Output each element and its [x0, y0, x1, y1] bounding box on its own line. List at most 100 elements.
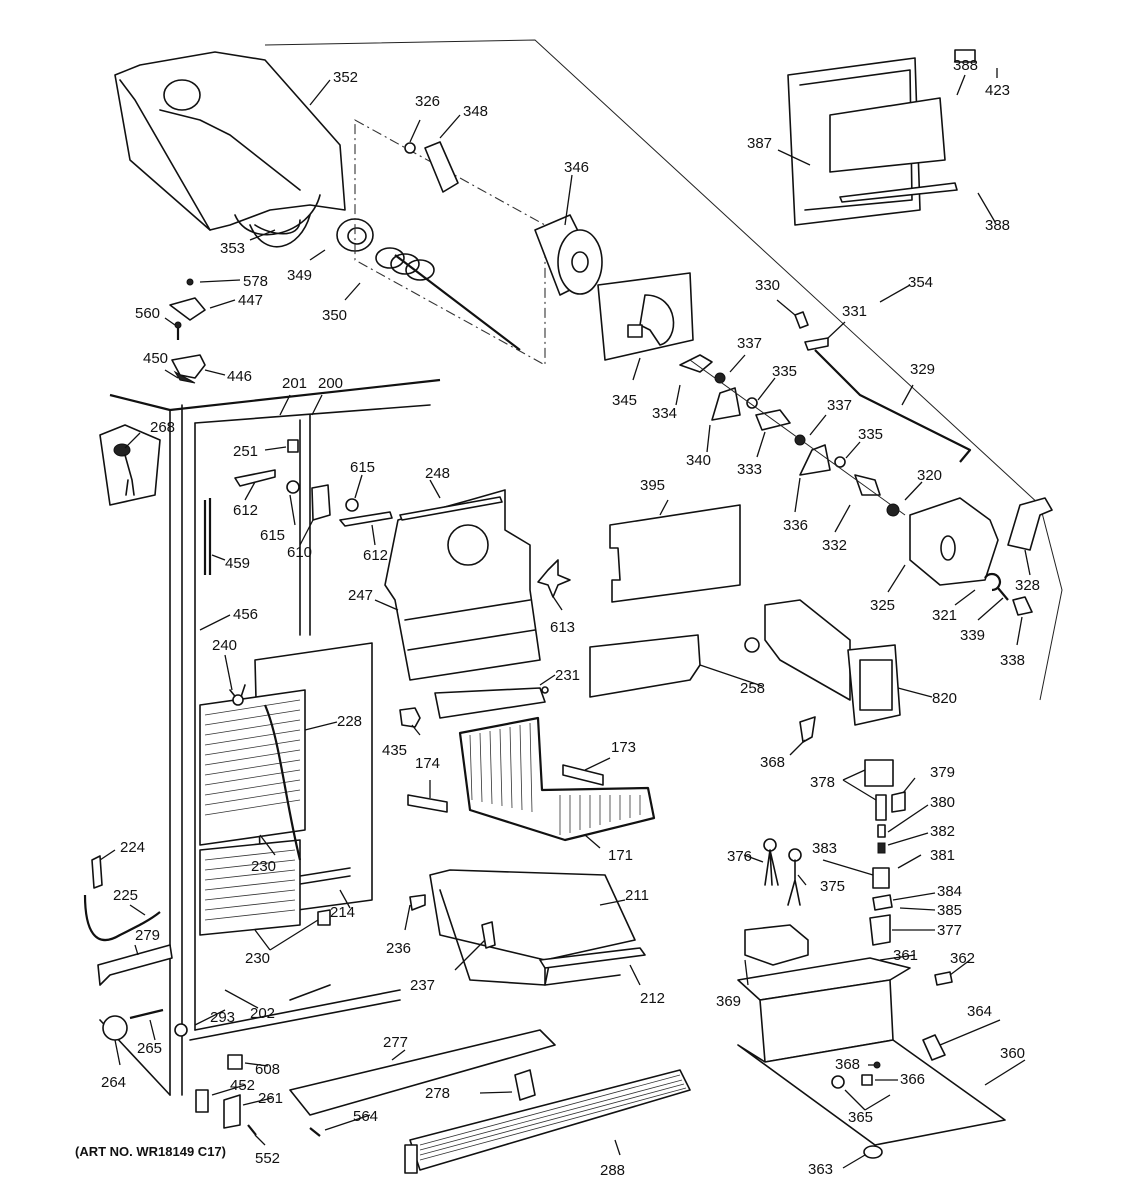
callout-352[interactable]: 352 [333, 69, 358, 86]
callout-288[interactable]: 288 [600, 1162, 625, 1179]
callout-820[interactable]: 820 [932, 690, 957, 707]
callout-350[interactable]: 350 [322, 307, 347, 324]
part-clip-362[interactable] [934, 971, 953, 986]
part-motor-mount-plate[interactable] [597, 272, 694, 361]
callout-353[interactable]: 353 [220, 240, 245, 257]
part-cabinet[interactable] [99, 378, 441, 1096]
callout-224[interactable]: 224 [120, 839, 145, 856]
part-cover[interactable] [589, 634, 701, 698]
part-base-rail[interactable] [97, 944, 173, 986]
part-dispenser-housing[interactable] [787, 57, 958, 226]
callout-615-right[interactable]: 615 [350, 459, 375, 476]
callout-174[interactable]: 174 [415, 755, 440, 772]
callout-348[interactable]: 348 [463, 103, 488, 120]
part-retaining-ring[interactable] [984, 572, 1001, 592]
part-grommet-right[interactable] [345, 498, 359, 512]
part-compressor-base[interactable] [737, 957, 1006, 1146]
callout-383[interactable]: 383 [812, 840, 837, 857]
part-actuator[interactable] [804, 337, 829, 351]
part-nut[interactable] [404, 142, 416, 154]
callout-456[interactable]: 456 [233, 606, 258, 623]
part-pin-339[interactable] [997, 587, 1009, 601]
callout-354[interactable]: 354 [908, 274, 933, 291]
callout-578[interactable]: 578 [243, 273, 268, 290]
callout-345[interactable]: 345 [612, 392, 637, 409]
part-pan-slide[interactable] [409, 894, 426, 911]
callout-612-left[interactable]: 612 [233, 502, 258, 519]
part-bushing[interactable] [954, 49, 976, 63]
callout-261[interactable]: 261 [258, 1090, 283, 1107]
part-foot[interactable] [863, 1145, 883, 1159]
callout-385[interactable]: 385 [937, 902, 962, 919]
part-evaporator-bracket-lower[interactable] [317, 909, 331, 926]
part-ice-pan[interactable] [429, 869, 646, 986]
callout-380[interactable]: 380 [930, 794, 955, 811]
part-trim-strip[interactable] [203, 498, 212, 575]
callout-364[interactable]: 364 [967, 1003, 992, 1020]
part-grommet-365[interactable] [831, 1075, 845, 1089]
part-divider-panel[interactable] [609, 504, 741, 603]
callout-247[interactable]: 247 [348, 587, 373, 604]
part-crusher-housing[interactable] [909, 497, 999, 586]
callout-363[interactable]: 363 [808, 1161, 833, 1178]
callout-258[interactable]: 258 [740, 680, 765, 697]
part-light-switch[interactable] [287, 439, 299, 453]
part-relay-box[interactable] [744, 924, 809, 966]
part-shim[interactable] [195, 1089, 209, 1113]
part-icemaker[interactable] [744, 599, 901, 726]
callout-615-left[interactable]: 615 [260, 527, 285, 544]
part-air-duct[interactable] [384, 489, 541, 681]
callout-330[interactable]: 330 [755, 277, 780, 294]
callout-564[interactable]: 564 [353, 1108, 378, 1125]
callout-365[interactable]: 365 [848, 1109, 873, 1126]
callout-375[interactable]: 375 [820, 878, 845, 895]
callout-360[interactable]: 360 [1000, 1045, 1025, 1062]
callout-608[interactable]: 608 [255, 1061, 280, 1078]
callout-368[interactable]: 368 [760, 754, 785, 771]
callout-368-lower[interactable]: 368 [835, 1056, 860, 1073]
callout-320[interactable]: 320 [917, 467, 942, 484]
callout-362[interactable]: 362 [950, 950, 975, 967]
callout-610[interactable]: 610 [287, 544, 312, 561]
part-screw-564[interactable] [309, 1127, 321, 1137]
callout-236[interactable]: 236 [386, 940, 411, 957]
callout-387[interactable]: 387 [747, 135, 772, 152]
callout-447[interactable]: 447 [238, 292, 263, 309]
part-grommet-left[interactable] [286, 480, 300, 494]
part-screw-368b[interactable] [873, 1061, 881, 1069]
part-bracket-plate[interactable] [424, 141, 459, 193]
callout-366[interactable]: 366 [900, 1071, 925, 1088]
callout-334[interactable]: 334 [652, 405, 677, 422]
callout-230-lower[interactable]: 230 [245, 950, 270, 967]
callout-230[interactable]: 230 [251, 858, 276, 875]
part-base-grille[interactable] [404, 1069, 691, 1174]
part-bracket-mount[interactable] [799, 716, 816, 743]
part-screw-552[interactable] [247, 1124, 257, 1136]
callout-201[interactable]: 201 [282, 375, 307, 392]
callout-376[interactable]: 376 [727, 848, 752, 865]
callout-329[interactable]: 329 [910, 361, 935, 378]
callout-450[interactable]: 450 [143, 350, 168, 367]
part-drain-tube[interactable] [83, 894, 161, 942]
callout-332[interactable]: 332 [822, 537, 847, 554]
callout-346[interactable]: 346 [564, 159, 589, 176]
callout-560[interactable]: 560 [135, 305, 160, 322]
callout-379[interactable]: 379 [930, 764, 955, 781]
callout-377[interactable]: 377 [937, 922, 962, 939]
part-rod[interactable] [814, 349, 972, 463]
part-wire-harnesses[interactable] [763, 838, 802, 906]
part-bottom-hinge[interactable] [223, 1094, 241, 1129]
part-chute[interactable] [1007, 497, 1053, 551]
callout-214[interactable]: 214 [330, 904, 355, 921]
part-bracket-338[interactable] [1012, 596, 1033, 616]
part-grommet-364[interactable] [922, 1034, 946, 1061]
callout-268[interactable]: 268 [150, 419, 175, 436]
callout-388-bottom[interactable]: 388 [985, 217, 1010, 234]
callout-336[interactable]: 336 [783, 517, 808, 534]
part-solenoid-stack[interactable] [864, 759, 906, 946]
callout-337-lower[interactable]: 337 [827, 397, 852, 414]
part-clamp[interactable] [861, 1074, 873, 1086]
part-wire-basket[interactable] [458, 716, 656, 842]
part-clip-435[interactable] [399, 707, 421, 728]
callout-293[interactable]: 293 [210, 1009, 235, 1026]
